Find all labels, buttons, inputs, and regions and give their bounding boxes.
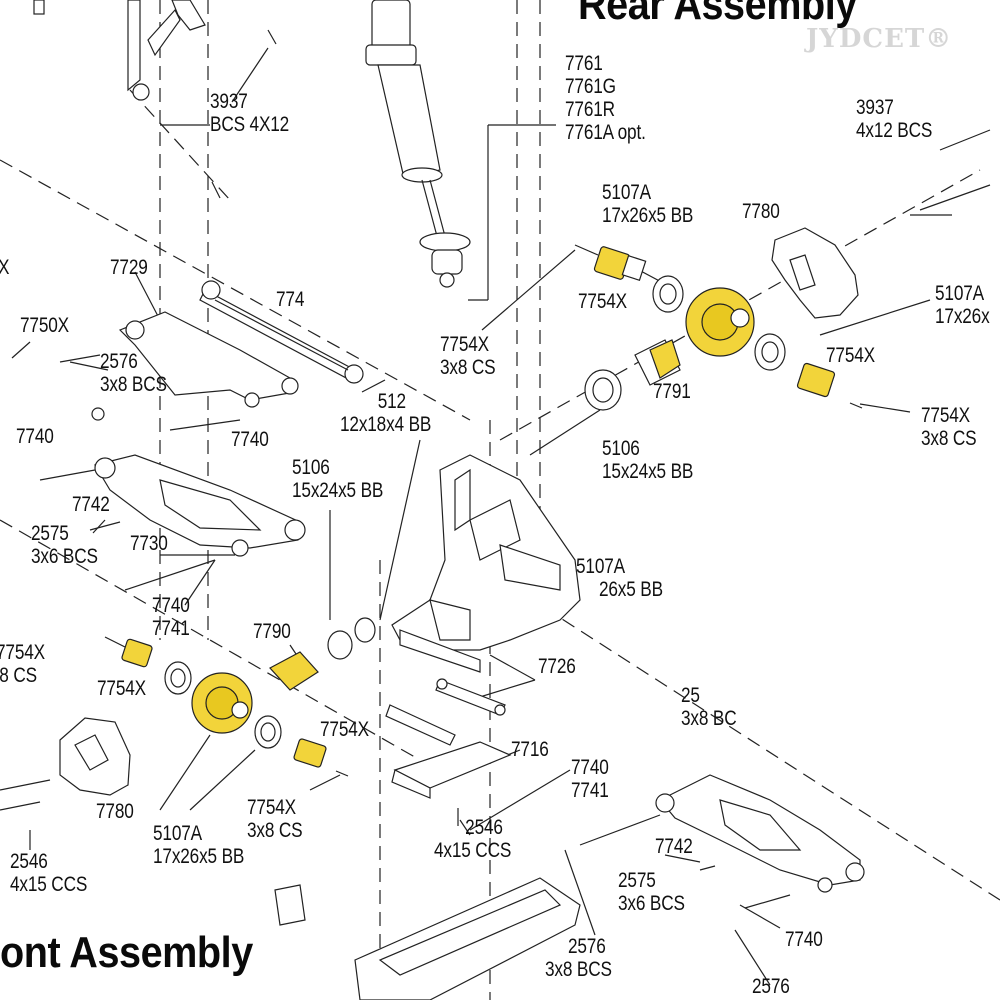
gearbox-housing-bottom (0, 717, 131, 811)
lower-arm-left (89, 454, 306, 591)
links-7726 (385, 678, 506, 746)
front-assembly-title: ont Assembly (0, 928, 253, 977)
turnbuckle (199, 280, 364, 384)
chassis-bulkhead (391, 454, 581, 673)
label-7740-right: 7740 (785, 928, 823, 951)
label-7750x: 7750X (20, 314, 69, 337)
label-7729: 7729 (110, 256, 148, 279)
lower-arm-right (579, 774, 865, 909)
label-7780-top: 7780 (742, 200, 780, 223)
label-7754x-c: 7754X (826, 344, 875, 367)
label-7730: 7730 (130, 532, 168, 555)
label-7716: 7716 (511, 738, 549, 761)
label-2576-corner: 2576 (752, 975, 790, 998)
shock-absorber (365, 0, 471, 288)
highlighted-parts (121, 246, 836, 768)
label-7754x-f: 7754X (97, 677, 146, 700)
rear-assembly-title: Rear Assembly (578, 0, 857, 29)
label-7726: 7726 (538, 655, 576, 678)
label-7790: 7790 (253, 620, 291, 643)
upper-arm (39, 311, 299, 481)
label-7740-b: 7740 (231, 428, 269, 451)
label-7780-bottom: 7780 (96, 800, 134, 823)
leader-lines (11, 47, 952, 986)
label-x-left: X (0, 256, 9, 279)
label-7754x-a: 7754X (578, 290, 627, 313)
label-7754x-g: 7754X (320, 718, 369, 741)
label-774-partial: 774 (276, 288, 305, 311)
label-7740-a: 7740 (16, 425, 54, 448)
label-7742-right: 7742 (655, 835, 693, 858)
label-7742-left: 7742 (72, 493, 110, 516)
upper-strut (33, 0, 277, 199)
plate-7716 (391, 741, 512, 826)
skid-plate (274, 877, 581, 1000)
front-gearbox (104, 617, 376, 777)
label-7791: 7791 (653, 380, 691, 403)
watermark: JYDCET® (806, 24, 953, 54)
gearbox-housing-top (771, 129, 991, 319)
